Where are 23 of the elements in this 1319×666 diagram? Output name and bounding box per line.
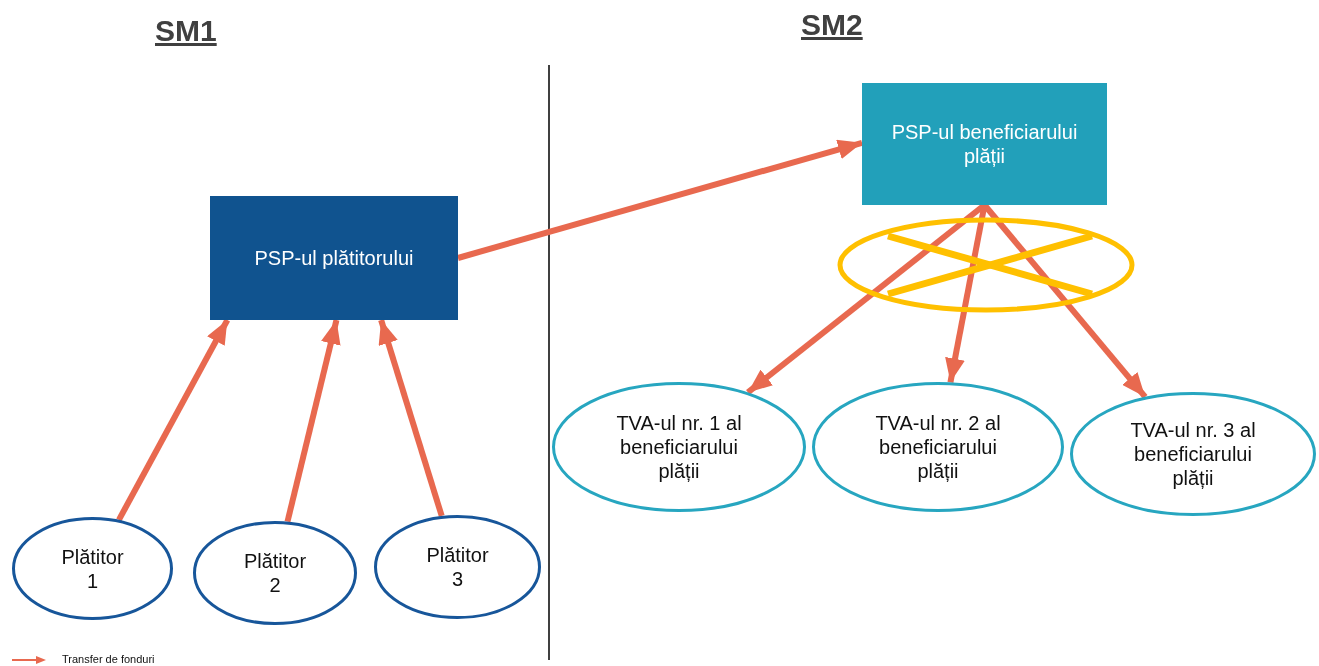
legend-text: Transfer de fonduri [62,653,155,666]
node-label: TVA-ul nr. 2 al beneficiarului plății [874,411,1002,483]
node-label: PSP-ul plătitorului [253,246,415,270]
node-label: Plătitor 1 [60,544,125,593]
process-box [210,196,458,320]
arrow [284,319,341,523]
ellipse-node [193,521,357,625]
ellipse-node [374,515,541,619]
node-label: Plătitor 3 [425,543,490,591]
arrow [457,139,863,261]
ellipse-node [12,517,173,620]
ellipse-node [1070,392,1316,516]
node-label: TVA-ul nr. 3 al beneficiarului plății [1129,418,1257,490]
arrow [378,319,445,517]
node-label: PSP-ul beneficiarului plății [890,120,1079,168]
ellipse-node [812,382,1064,512]
arrow [116,318,230,522]
node-label: TVA-ul nr. 1 al beneficiarului plății [615,411,743,483]
region-heading: SM2 [801,8,863,42]
process-box [862,83,1107,205]
ellipse-node [552,382,806,512]
node-label: Plătitor 2 [242,549,308,597]
region-heading: SM1 [155,14,217,48]
